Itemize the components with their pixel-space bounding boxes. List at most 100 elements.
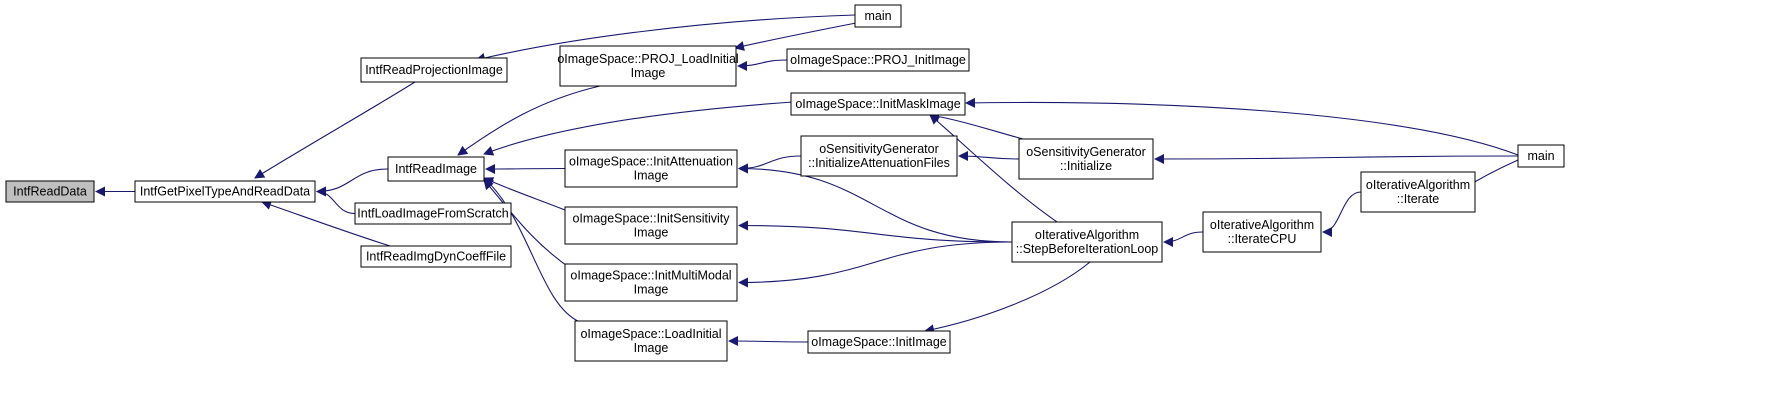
node-intfloadimagefromscratch[interactable]: IntfLoadImageFromScratch xyxy=(354,202,512,225)
node-label-line: oIterativeAlgorithm xyxy=(1366,178,1470,192)
edge-n18-to-n11 xyxy=(738,163,1013,243)
node-box xyxy=(564,263,738,302)
edge-n18-to-n13 xyxy=(738,241,1013,288)
node-label-line: Image xyxy=(634,226,669,240)
edge-n5-to-n2 xyxy=(316,186,356,215)
edge-line xyxy=(483,177,581,323)
node-box xyxy=(354,202,512,225)
node-box xyxy=(1517,144,1565,168)
edge-line xyxy=(737,59,788,71)
node-label-line: oImageSpace::InitImage xyxy=(811,335,947,349)
node-box xyxy=(854,4,902,28)
node-label-line: Image xyxy=(634,283,669,297)
edge-n7-to-n8 xyxy=(734,22,857,51)
node-box xyxy=(1011,221,1163,263)
node-box xyxy=(387,156,485,182)
edge-n19-to-n18 xyxy=(1163,231,1204,247)
node-oimagespace-initmaskimage[interactable]: oImageSpace::InitMaskImage xyxy=(790,92,966,116)
node-intfgetpixeltypeandreaddata[interactable]: IntfGetPixelTypeAndReadData xyxy=(134,180,316,203)
node-label-line: oImageSpace::InitMultiModal xyxy=(570,269,731,283)
node-label-line: ::Iterate xyxy=(1397,192,1439,206)
node-main[interactable]: main xyxy=(854,4,902,28)
edge-line xyxy=(728,336,809,347)
node-label-line: Image xyxy=(631,66,666,80)
node-label-line: oImageSpace::LoadInitial xyxy=(580,327,721,341)
edge-line xyxy=(965,97,1519,156)
node-label-line: oIterativeAlgorithm xyxy=(1035,228,1139,242)
edge-n9-to-n8 xyxy=(737,59,788,71)
node-box xyxy=(360,245,512,268)
node-box xyxy=(1360,171,1476,213)
node-oiterativealgorithm-iterate[interactable]: oIterativeAlgorithm::Iterate xyxy=(1360,171,1476,213)
edge-n16-to-n14 xyxy=(728,336,809,347)
edge-n18-to-n12 xyxy=(738,220,1013,243)
node-label-line: IntfReadImage xyxy=(395,162,477,176)
edge-n14-to-n4 xyxy=(483,177,581,323)
edge-line xyxy=(1322,191,1362,237)
edge-n20-to-n19 xyxy=(1322,191,1362,237)
edge-n21-to-n10 xyxy=(965,97,1519,156)
node-label-line: oImageSpace::PROJ_InitImage xyxy=(790,53,966,67)
node-intfreadimage[interactable]: IntfReadImage xyxy=(387,156,485,182)
edge-layer xyxy=(95,14,1519,347)
edge-line xyxy=(457,85,601,156)
edge-line xyxy=(475,14,856,63)
edge-line xyxy=(734,22,857,51)
node-oimagespace-initimage[interactable]: oImageSpace::InitImage xyxy=(807,330,951,354)
edge-n21-to-n17 xyxy=(1154,153,1519,164)
node-label-line: ::Initialize xyxy=(1060,159,1112,173)
edge-n7-to-n3 xyxy=(475,14,856,63)
node-box xyxy=(574,320,728,362)
edge-line xyxy=(738,241,1013,288)
node-box xyxy=(800,135,958,177)
node-label-line: IntfGetPixelTypeAndReadData xyxy=(140,185,310,199)
node-label-line: IntfLoadImageFromScratch xyxy=(357,207,509,221)
node-box xyxy=(1202,211,1322,253)
node-box xyxy=(790,92,966,116)
edge-n17-to-n15 xyxy=(958,151,1020,162)
node-intfreaddata[interactable]: IntfReadData xyxy=(5,180,95,203)
node-label-line: oImageSpace::InitMaskImage xyxy=(795,97,960,111)
node-intfreadimgdyncoefffile[interactable]: IntfReadImgDynCoeffFile xyxy=(360,245,512,268)
node-oiterativealgorithm-iteratecpu[interactable]: oIterativeAlgorithm::IterateCPU xyxy=(1202,211,1322,253)
edge-line xyxy=(483,179,571,269)
node-oiterativealgorithm-stepbeforeiterationloop[interactable]: oIterativeAlgorithm::StepBeforeIteration… xyxy=(1011,221,1163,263)
node-box xyxy=(786,48,970,72)
node-main[interactable]: main xyxy=(1517,144,1565,168)
node-label-line: oIterativeAlgorithm xyxy=(1210,218,1314,232)
node-label-line: Image xyxy=(634,169,669,183)
node-label-line: ::IterateCPU xyxy=(1228,232,1297,246)
node-label-line: ::InitializeAttenuationFiles xyxy=(808,156,950,170)
node-label-line: oImageSpace::InitAttenuation xyxy=(569,155,733,169)
node-oimagespace-proj-initimage[interactable]: oImageSpace::PROJ_InitImage xyxy=(786,48,970,72)
edge-n10-to-n4 xyxy=(483,101,794,156)
edge-line xyxy=(316,186,356,215)
node-label-line: oImageSpace::PROJ_LoadInitial xyxy=(557,52,738,66)
node-box xyxy=(360,57,508,83)
node-osensitivitygenerator-initializeattenuationfiles[interactable]: oSensitivityGenerator::InitializeAttenua… xyxy=(800,135,958,177)
edge-n6-to-n2 xyxy=(261,200,391,247)
node-osensitivitygenerator-initialize[interactable]: oSensitivityGenerator::Initialize xyxy=(1018,138,1154,180)
edge-line xyxy=(261,200,391,247)
edge-line xyxy=(1163,231,1204,247)
edge-line xyxy=(485,163,566,174)
node-box xyxy=(564,206,738,245)
node-box xyxy=(5,180,95,203)
edge-line xyxy=(738,155,802,174)
node-intfreadprojectionimage[interactable]: IntfReadProjectionImage xyxy=(360,57,508,83)
edge-n3-to-n2 xyxy=(254,81,416,179)
edge-line xyxy=(929,114,1061,225)
edge-n8-to-n4 xyxy=(457,85,601,156)
node-label-line: ::StepBeforeIterationLoop xyxy=(1016,242,1159,256)
node-label-line: oSensitivityGenerator xyxy=(819,142,939,156)
edge-line xyxy=(483,101,794,156)
edge-line xyxy=(738,220,1013,243)
edge-n18-to-n10 xyxy=(929,114,1061,225)
